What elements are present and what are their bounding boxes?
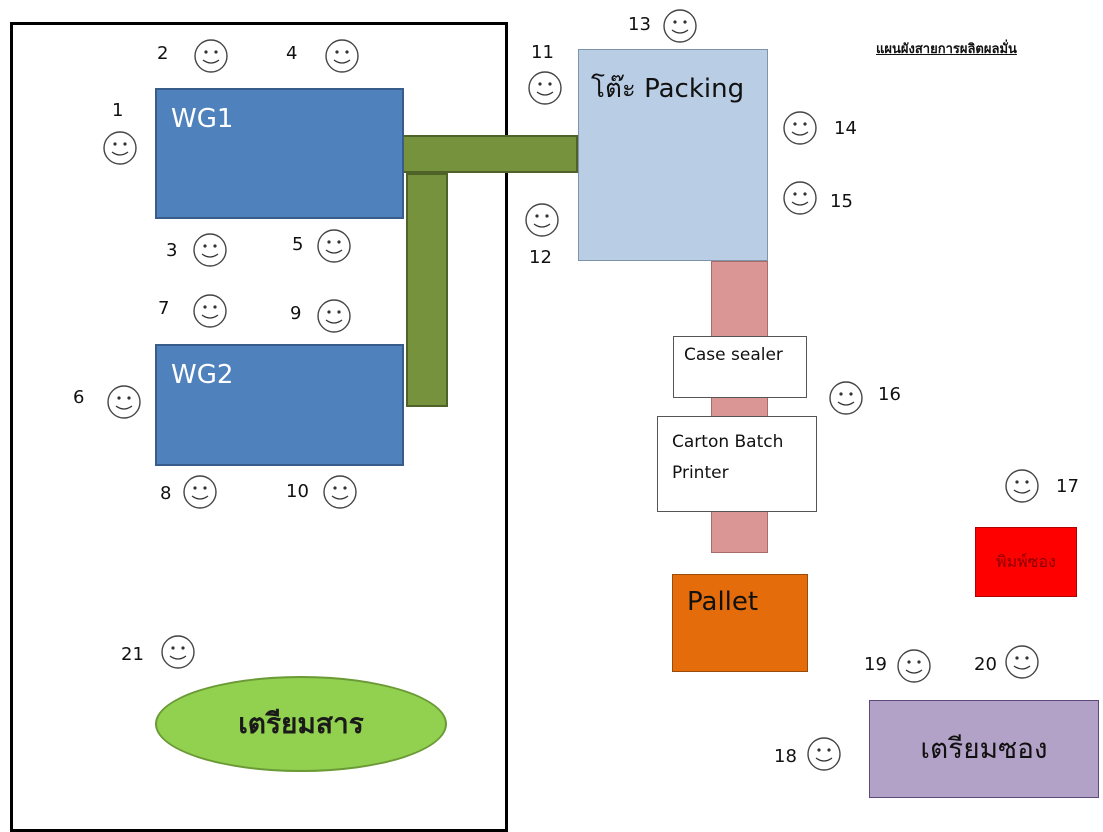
worker-number: 2 <box>157 43 169 64</box>
prepare-sachet-area: เตรียมซอง <box>869 700 1099 798</box>
packing-table-label: โต๊ะ Packing <box>591 74 745 104</box>
packing-table: โต๊ะ Packing <box>578 49 768 261</box>
worker-smiley-icon <box>782 110 818 146</box>
worker-smiley-icon <box>662 8 698 44</box>
case-sealer-label: Case sealer <box>684 345 783 365</box>
worker-number: 6 <box>73 387 85 408</box>
worker-smiley-icon <box>192 293 228 329</box>
case-sealer: Case sealer <box>673 336 807 398</box>
worker-smiley-icon <box>527 70 563 106</box>
worker-smiley-icon <box>102 130 138 166</box>
worker-number: 21 <box>121 644 144 665</box>
conveyor-vertical <box>406 173 448 407</box>
worker-number: 10 <box>286 481 309 502</box>
worker-smiley-icon <box>1004 644 1040 680</box>
worker-number: 13 <box>628 14 651 35</box>
worker-number: 19 <box>864 654 887 675</box>
diagram-title: แผนผังสายการผลิตผลมั่น <box>876 42 1017 57</box>
worker-number: 18 <box>774 746 797 767</box>
worker-smiley-icon <box>160 634 196 670</box>
worker-number: 8 <box>160 483 172 504</box>
worker-number: 7 <box>158 298 170 319</box>
worker-number: 20 <box>974 654 997 675</box>
worker-number: 17 <box>1056 476 1079 497</box>
worker-smiley-icon <box>106 384 142 420</box>
worker-smiley-icon <box>896 648 932 684</box>
worker-number: 16 <box>878 384 901 405</box>
worker-number: 15 <box>830 191 853 212</box>
worker-smiley-icon <box>782 180 818 216</box>
worker-smiley-icon <box>806 736 842 772</box>
worker-smiley-icon <box>828 380 864 416</box>
worker-number: 1 <box>112 100 124 121</box>
prepare-material-label: เตรียมสาร <box>238 707 364 740</box>
conveyor-horizontal <box>402 135 578 173</box>
carton-batch-printer: Carton Batch Printer <box>657 416 817 512</box>
print-sachet-area: พิมพ์ซอง <box>975 527 1077 597</box>
worker-smiley-icon <box>524 202 560 238</box>
carton-batch-printer-label: Carton Batch Printer <box>672 432 784 483</box>
print-sachet-label: พิมพ์ซอง <box>996 551 1056 571</box>
worker-smiley-icon <box>322 474 358 510</box>
pallet: Pallet <box>672 574 808 672</box>
worker-number: 12 <box>529 247 552 268</box>
worker-smiley-icon <box>316 228 352 264</box>
worker-number: 11 <box>531 42 554 63</box>
worker-smiley-icon <box>1004 468 1040 504</box>
prepare-material-area: เตรียมสาร <box>155 676 447 772</box>
station-wg2-label: WG2 <box>171 360 234 390</box>
worker-number: 4 <box>286 43 298 64</box>
worker-smiley-icon <box>182 474 218 510</box>
worker-number: 3 <box>166 240 178 261</box>
station-wg2: WG2 <box>155 344 404 466</box>
worker-smiley-icon <box>324 38 360 74</box>
prepare-sachet-label: เตรียมซอง <box>920 732 1048 765</box>
worker-smiley-icon <box>192 232 228 268</box>
worker-smiley-icon <box>316 298 352 334</box>
worker-number: 5 <box>292 234 304 255</box>
pallet-label: Pallet <box>687 587 759 617</box>
station-wg1-label: WG1 <box>171 104 234 134</box>
station-wg1: WG1 <box>155 88 404 219</box>
worker-smiley-icon <box>193 38 229 74</box>
worker-number: 14 <box>834 118 857 139</box>
worker-number: 9 <box>290 303 302 324</box>
